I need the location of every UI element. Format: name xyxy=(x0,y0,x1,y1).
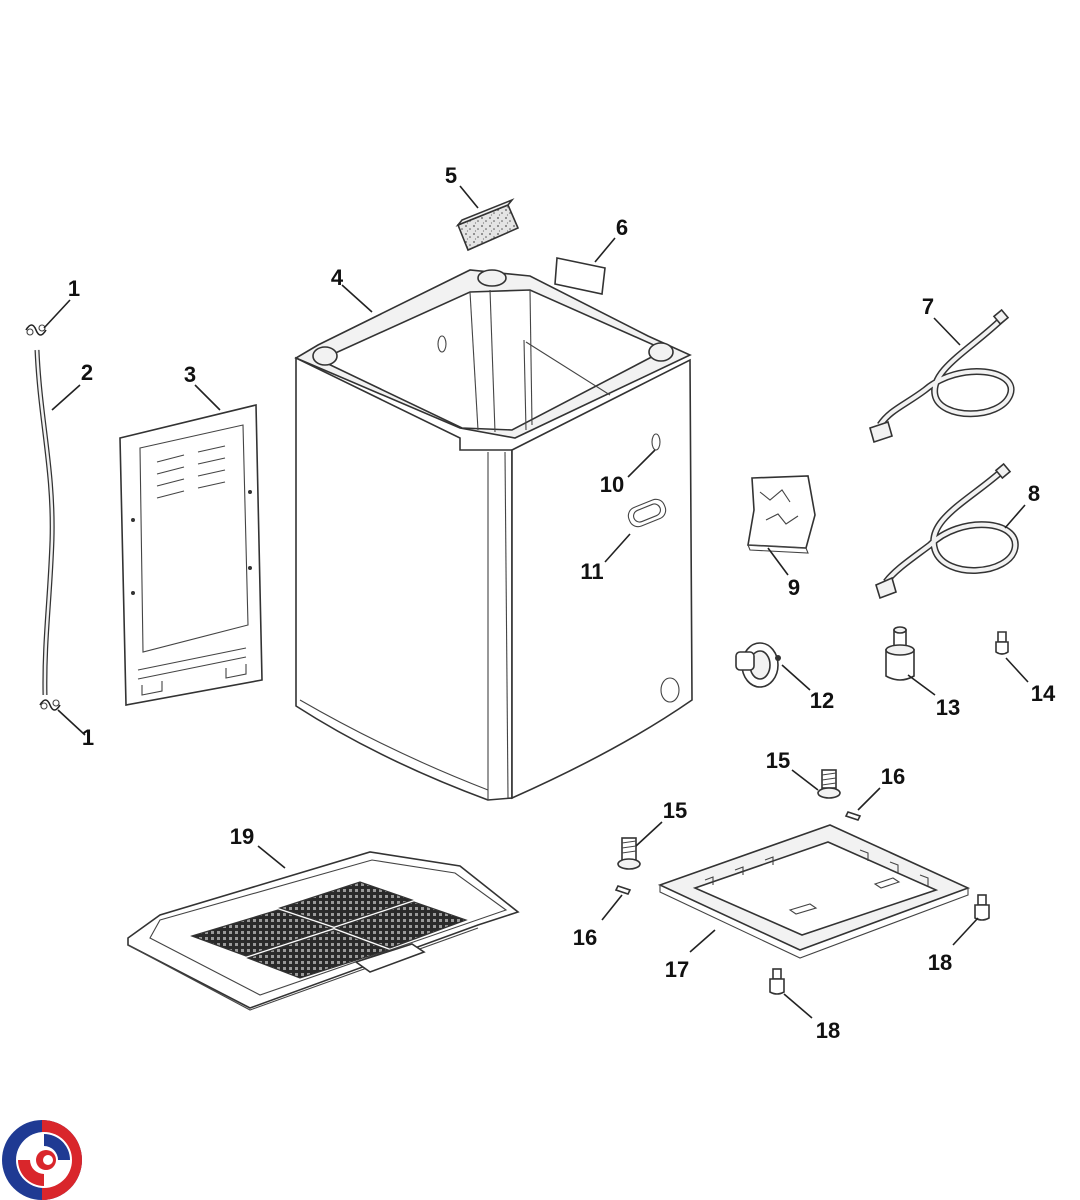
callout-18-bottom: 18 xyxy=(816,1018,840,1043)
callout-15-left: 15 xyxy=(663,798,687,823)
part-5-sponge xyxy=(455,198,520,252)
part-16-pin-right xyxy=(844,811,862,821)
part-17-base-frame xyxy=(657,824,971,959)
callout-2: 2 xyxy=(81,360,93,385)
callout-17: 17 xyxy=(665,957,689,982)
leader-lines xyxy=(43,185,1029,1019)
part-15-bolt-left xyxy=(617,837,641,870)
callout-15-right: 15 xyxy=(766,748,790,773)
part-18-foot-right xyxy=(974,894,990,921)
callout-8: 8 xyxy=(1028,481,1040,506)
callout-14: 14 xyxy=(1031,681,1056,706)
part-4-cabinet xyxy=(294,269,693,801)
part-6-pad xyxy=(554,257,606,295)
callout-3: 3 xyxy=(184,362,196,387)
callout-16-left: 16 xyxy=(573,925,597,950)
callout-13: 13 xyxy=(936,695,960,720)
part-13-bushing xyxy=(885,626,915,681)
part-1-clip-top xyxy=(25,324,47,336)
callout-7: 7 xyxy=(922,294,934,319)
part-19-base-cover xyxy=(127,851,520,1011)
part-1-clip-bottom xyxy=(39,699,61,711)
part-12-drain-fitting xyxy=(735,642,781,688)
part-18-foot-bottom xyxy=(769,968,785,995)
callout-11: 11 xyxy=(580,559,603,584)
callout-9: 9 xyxy=(788,575,800,600)
part-2-rod xyxy=(34,349,55,696)
callout-19: 19 xyxy=(230,824,254,849)
callout-5: 5 xyxy=(445,163,457,188)
part-15-bolt-right xyxy=(817,769,841,799)
callout-6: 6 xyxy=(616,215,628,240)
part-3-rear-panel xyxy=(119,403,263,706)
callout-10: 10 xyxy=(600,472,624,497)
brand-swirl-logo-icon xyxy=(2,1120,82,1200)
callout-16-right: 16 xyxy=(881,764,905,789)
part-9-parts-bag xyxy=(747,475,816,554)
callout-4: 4 xyxy=(331,265,344,290)
callout-12: 12 xyxy=(810,688,834,713)
callout-1-bottom: 1 xyxy=(82,725,94,750)
part-14-screw xyxy=(995,631,1009,655)
part-7-hose xyxy=(869,308,1015,444)
callout-1-top: 1 xyxy=(68,276,80,301)
callout-18-right: 18 xyxy=(928,950,952,975)
part-16-pin-left xyxy=(614,885,632,895)
part-8-hose xyxy=(875,462,1019,600)
callout-labels: 1 1 2 3 4 5 6 7 8 9 10 11 12 13 14 15 15… xyxy=(68,163,1056,1043)
